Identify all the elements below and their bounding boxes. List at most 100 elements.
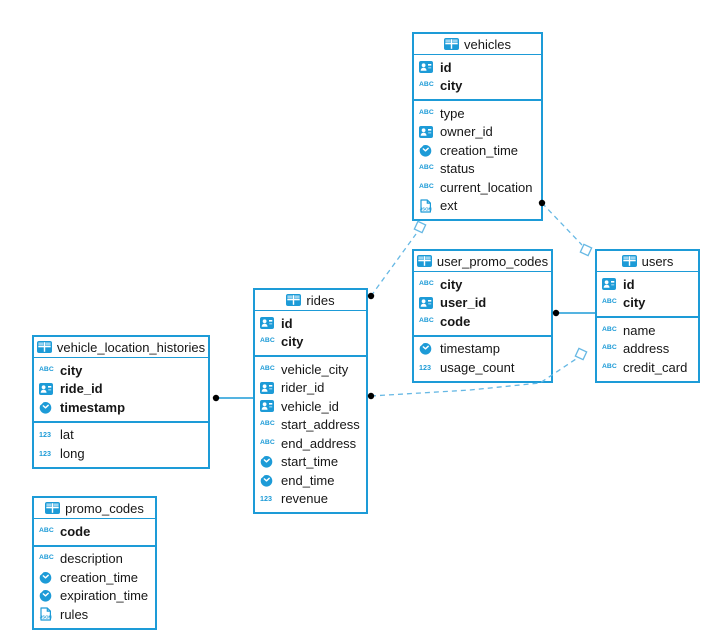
field-name: ride_id (60, 381, 103, 397)
field-row: ABC city (255, 333, 366, 352)
field-name: city (440, 276, 463, 292)
uuid-type-icon (419, 125, 436, 138)
timestamp-type-icon (39, 401, 56, 414)
string-type-icon: ABC (602, 344, 617, 352)
table-icon (286, 294, 302, 306)
table-header[interactable]: users (597, 251, 698, 272)
field-row: creation_time (414, 141, 541, 160)
uuid-type-icon (260, 400, 277, 413)
timestamp-type-icon (260, 474, 277, 487)
field-name: code (440, 313, 471, 329)
relationship-user_promo_codes-users[interactable] (552, 309, 596, 317)
string-type-icon: ABC (260, 438, 275, 446)
table-title: user_promo_codes (436, 253, 549, 269)
field-row: timestamp (414, 340, 551, 359)
number-type-icon: 123 (260, 494, 272, 504)
field-name: name (623, 322, 656, 338)
uuid-type-icon (260, 381, 277, 394)
uuid-type-icon (602, 278, 619, 291)
string-type-icon: ABC (602, 298, 617, 306)
field-row: rider_id (255, 379, 366, 398)
string-type-icon: ABC (419, 182, 434, 190)
field-name: end_time (281, 472, 335, 488)
field-row: JSON ext (414, 197, 541, 216)
field-row: owner_id (414, 123, 541, 142)
string-type-icon: ABC (419, 108, 434, 116)
uuid-type-icon (419, 61, 436, 74)
field-row: id (597, 275, 698, 294)
table-icon (45, 502, 61, 514)
field-name: current_location (440, 179, 533, 195)
field-row: creation_time (34, 568, 155, 587)
field-row: ABC type (414, 104, 541, 123)
table-icon (416, 255, 432, 267)
endpoint-square (579, 243, 593, 257)
field-name: vehicle_id (281, 398, 339, 414)
field-name: type (440, 105, 465, 121)
field-row: id (414, 58, 541, 77)
field-name: end_address (281, 435, 357, 451)
field-name: creation_time (60, 569, 139, 585)
endpoint-square (574, 347, 588, 361)
field-name: timestamp (440, 341, 500, 357)
timestamp-type-icon (419, 144, 436, 157)
json-type-icon: JSON (419, 199, 436, 213)
field-name: long (60, 445, 85, 461)
field-name: ext (440, 198, 458, 214)
string-type-icon: ABC (419, 316, 434, 324)
field-name: usage_count (440, 359, 515, 375)
field-name: city (623, 295, 646, 311)
field-name: start_address (281, 417, 360, 433)
timestamp-type-icon (260, 455, 277, 468)
string-type-icon: ABC (260, 337, 275, 345)
table-icon (621, 255, 637, 267)
table-header[interactable]: promo_codes (34, 498, 155, 519)
table-title: rides (306, 292, 335, 308)
field-row: 123 usage_count (414, 358, 551, 377)
field-name: expiration_time (60, 588, 149, 604)
relationship-vehicle_location_histories-rides[interactable] (212, 394, 254, 402)
table-header[interactable]: vehicle_location_histories (34, 337, 208, 358)
table-header[interactable]: user_promo_codes (414, 251, 551, 272)
field-name: city (281, 334, 304, 350)
svg-text:JSON: JSON (420, 206, 432, 211)
relationship-vehicles-users[interactable] (538, 199, 593, 257)
uuid-type-icon (39, 382, 56, 395)
field-row: expiration_time (34, 587, 155, 606)
field-name: creation_time (440, 142, 519, 158)
table-icon (444, 38, 460, 50)
field-name: city (440, 78, 463, 94)
table-header[interactable]: rides (255, 290, 366, 311)
table-header[interactable]: vehicles (414, 34, 541, 55)
table-title: promo_codes (65, 500, 144, 516)
timestamp-type-icon (39, 589, 56, 602)
string-type-icon: ABC (419, 81, 434, 89)
string-type-icon: ABC (419, 164, 434, 172)
number-type-icon: 123 (39, 430, 51, 440)
number-type-icon: 123 (419, 362, 431, 372)
